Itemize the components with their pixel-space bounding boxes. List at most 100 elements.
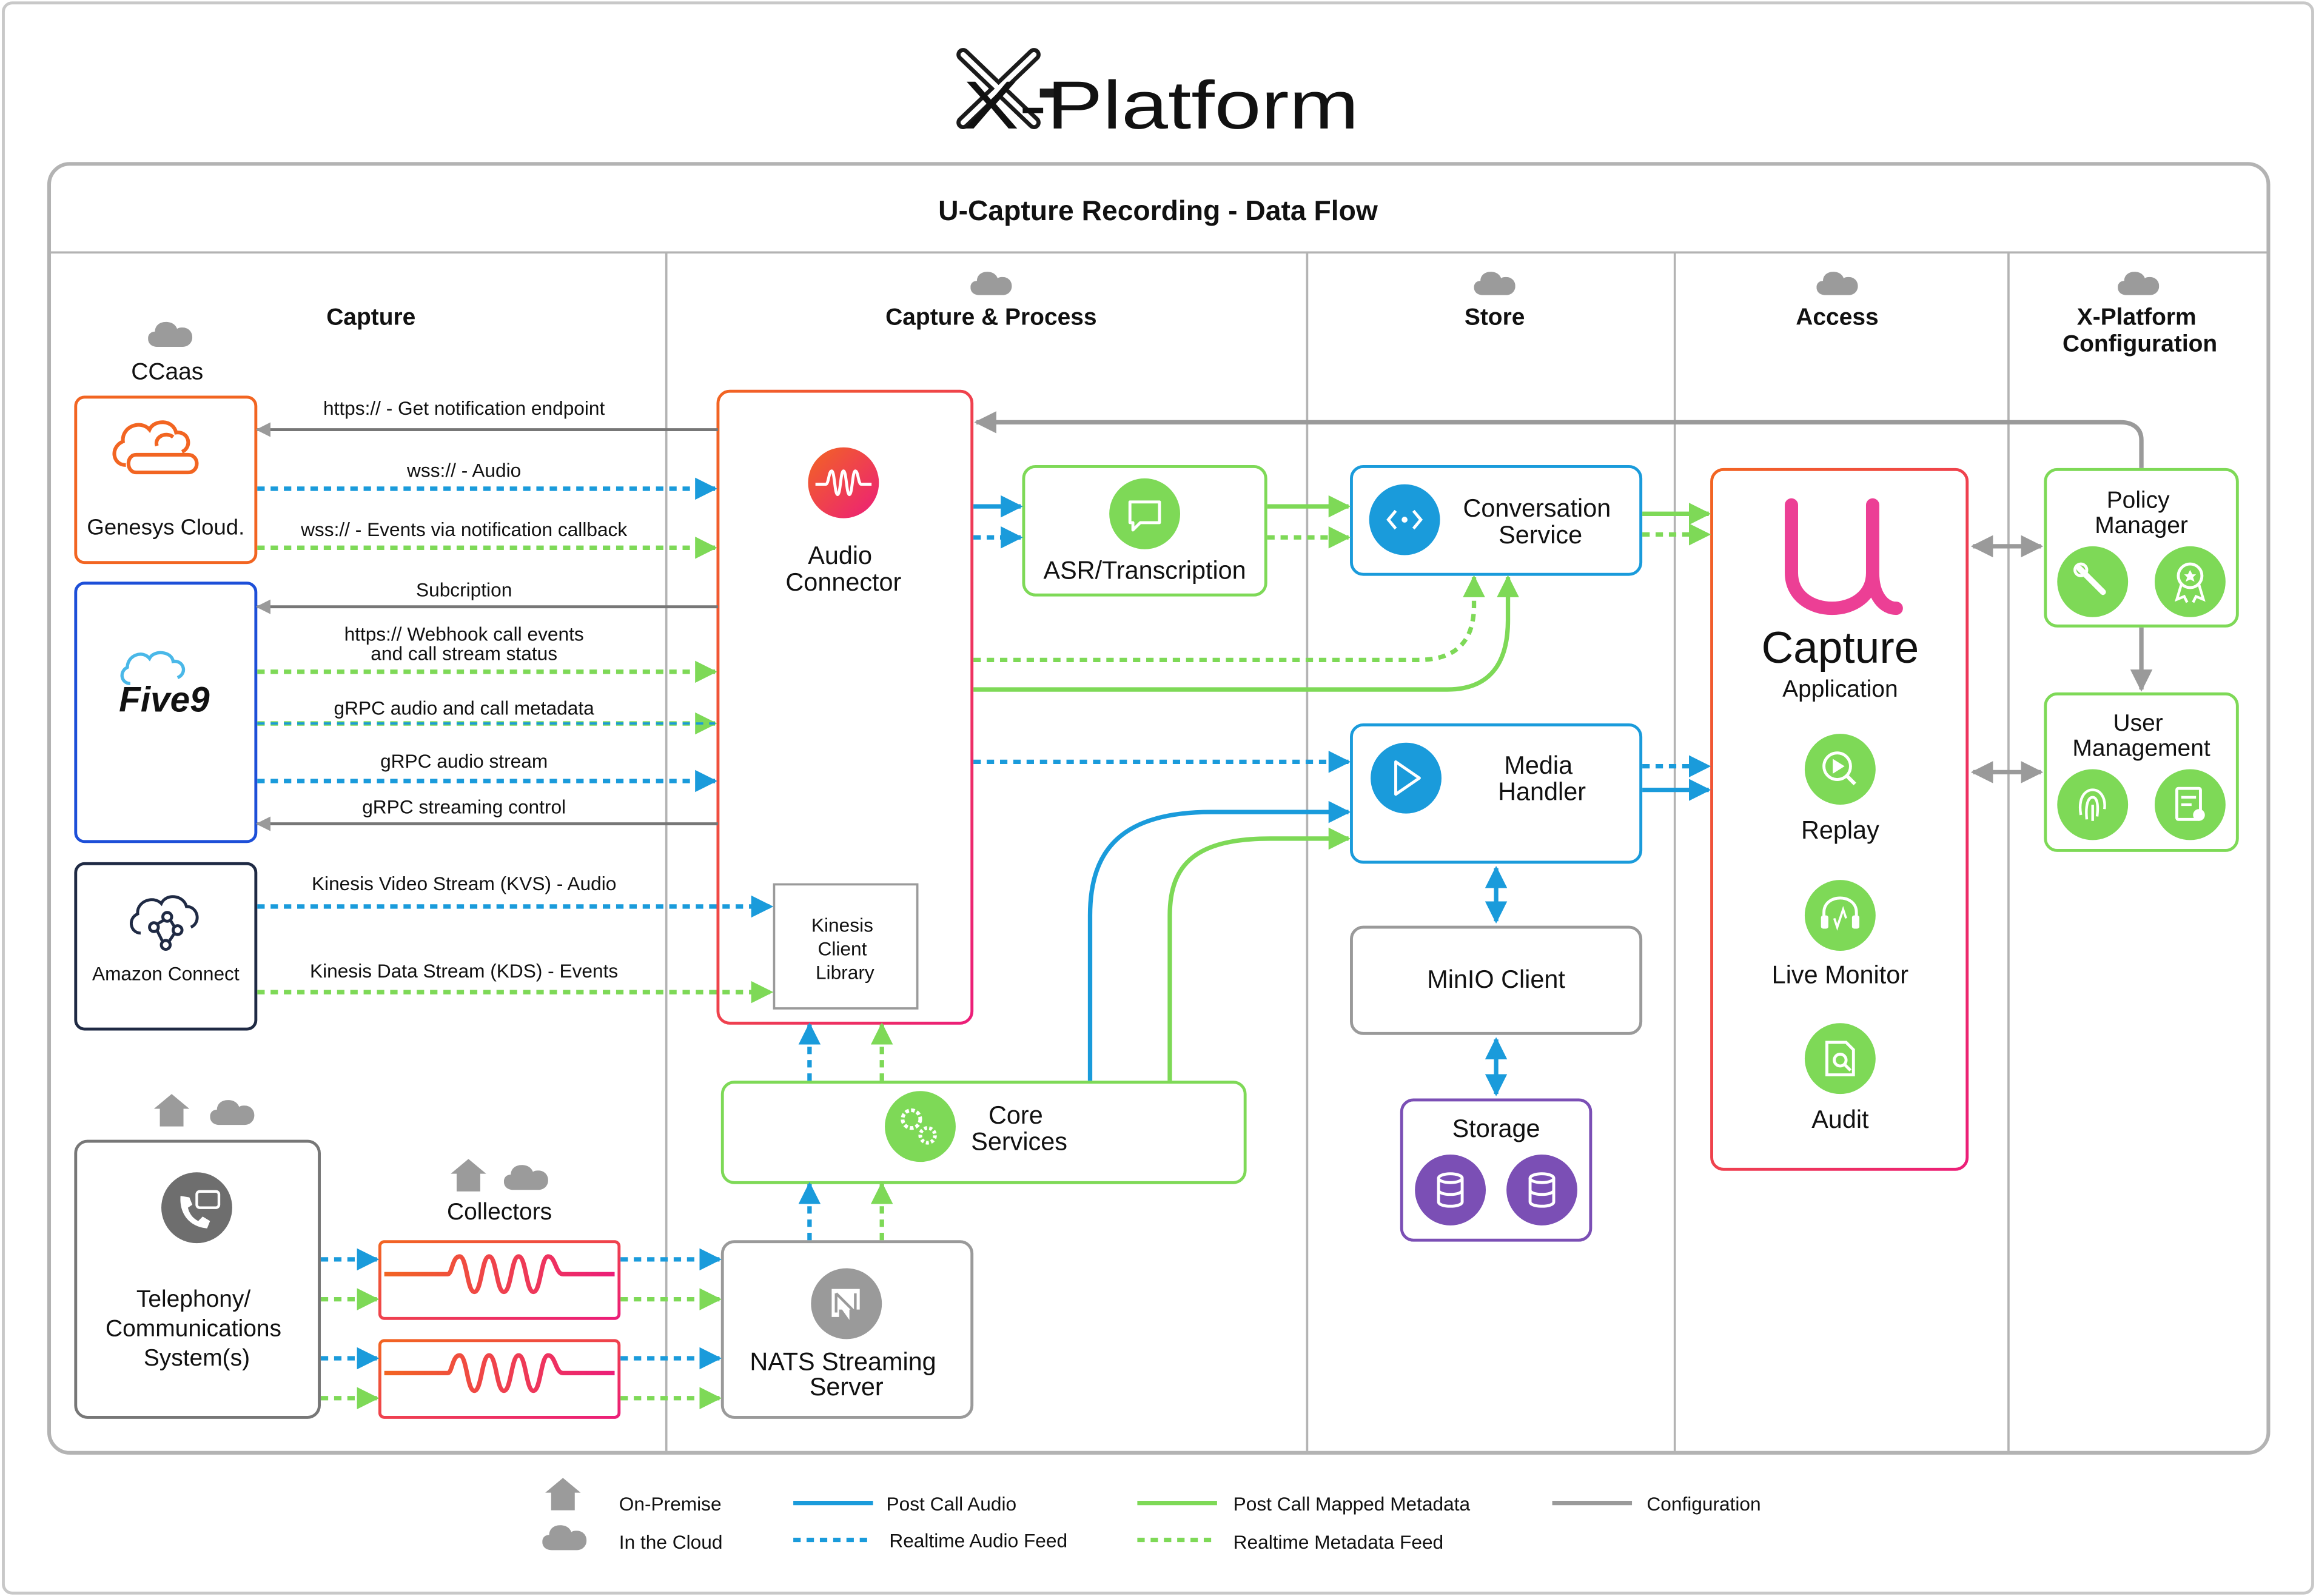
user-management-label-line2: Management: [2072, 736, 2210, 762]
amazon-connect-label: Amazon Connect: [92, 963, 240, 985]
collectors-label: Collectors: [447, 1199, 552, 1225]
flow-label-webhook-line2: and call stream status: [371, 642, 557, 664]
kinesis-label-line1: Kinesis: [811, 914, 873, 936]
legend-configuration: Configuration: [1646, 1493, 1760, 1515]
audio-connector-label: Audio Connector: [785, 542, 901, 596]
ccaas-label: CCaas: [131, 359, 203, 385]
database-icon: [1415, 1155, 1486, 1226]
core-to-media-metadata-line: [1167, 827, 1351, 1081]
genesys-label: Genesys Cloud.: [87, 514, 244, 539]
column-header-access: Access: [1796, 304, 1878, 330]
conversation-service-label-line1: Conversation: [1463, 494, 1611, 522]
flow-label-wss-events: wss:// - Events via notification callbac…: [300, 518, 627, 540]
column-header-config: X-Platform Configuration: [2063, 304, 2217, 357]
media-handler-label: Media Handler: [1498, 751, 1586, 806]
policy-manager-label-line2: Manager: [2095, 512, 2188, 538]
core-services-label-line1: Core: [988, 1101, 1043, 1129]
storage-label: Storage: [1452, 1115, 1540, 1142]
legend-realtime-metadata-feed: Realtime Metadata Feed: [1234, 1531, 1443, 1553]
flow-label-subscription: Subcription: [416, 579, 512, 601]
core-services-box: [720, 1081, 1247, 1184]
five9-box: [74, 582, 258, 843]
telephony-box: [74, 1139, 321, 1419]
audio-connector-icon: [808, 447, 879, 518]
config-to-audio-connector-line: [974, 411, 2144, 468]
capture-title: Capture: [1761, 623, 1919, 672]
policy-manager-label: Policy Manager: [2095, 488, 2188, 538]
ac-to-conversation-realtime-line: [973, 575, 1485, 662]
legend-realtime-audio-feed: Realtime Audio Feed: [889, 1530, 1067, 1552]
fingerprint-icon: [2057, 769, 2129, 840]
policy-manager-label-line1: Policy: [2107, 488, 2170, 514]
headphones-icon: [1804, 880, 1876, 951]
flow-label-grpc-audio-metadata: gRPC audio and call metadata: [334, 697, 595, 719]
core-services-label-line2: Services: [971, 1128, 1067, 1156]
x-logo-icon: [956, 48, 1061, 130]
flow-label-kds-events: Kinesis Data Stream (KDS) - Events: [310, 960, 618, 982]
legend-on-premise: On-Premise: [619, 1493, 722, 1515]
audit-icon: [1804, 1023, 1876, 1095]
play-icon: [1371, 742, 1442, 814]
user-management-label-line1: User: [2113, 710, 2163, 736]
diagram-container: [47, 162, 2271, 1455]
nats-label-line1: NATS Streaming: [750, 1347, 936, 1375]
five9-label: Five9: [119, 680, 210, 720]
nats-label: NATS Streaming Server: [750, 1347, 943, 1400]
minio-label: MinIO Client: [1427, 965, 1565, 993]
vertical-flow-lines: [798, 1022, 893, 1241]
audio-connector-label-line1: Audio: [808, 542, 872, 569]
kinesis-label-line2: Client: [817, 937, 867, 959]
legend-post-call-audio: Post Call Audio: [887, 1493, 1017, 1515]
genesys-cloud-icon: [112, 420, 199, 475]
column-header-capture: Capture: [326, 304, 415, 330]
five9-cloud-icon: [120, 651, 186, 685]
audio-connector-box: [716, 389, 974, 1025]
diagram-title: U-Capture Recording - Data Flow: [938, 195, 1378, 226]
ac-to-conversation-postcall-line: [973, 575, 1519, 692]
user-management-label: User Management: [2072, 710, 2210, 761]
amazon-connect-box: [74, 862, 258, 1031]
gears-icon: [885, 1091, 956, 1162]
nats-label-line2: Server: [810, 1373, 884, 1401]
wrench-icon: [2057, 546, 2129, 617]
capture-flow-labels: https:// - Get notification endpoint wss…: [300, 397, 627, 982]
nats-icon: [811, 1268, 882, 1340]
column-header-config-line2: Configuration: [2063, 330, 2217, 357]
capture-subtitle: Application: [1782, 676, 1898, 702]
flow-label-grpc-audio-stream: gRPC audio stream: [380, 750, 548, 772]
capture-flow-lines: [255, 422, 774, 1004]
certificate-icon: [2154, 769, 2226, 840]
telephony-label: Telephony/ Communications System(s): [106, 1286, 288, 1371]
flow-label-grpc-streaming-control: gRPC streaming control: [362, 796, 566, 818]
chat-bubble-icon: [1109, 478, 1181, 549]
legend-in-the-cloud: In the Cloud: [619, 1531, 723, 1553]
column-header-config-line1: X-Platform: [2077, 304, 2197, 330]
flow-label-wss-audio: wss:// - Audio: [406, 459, 521, 481]
conversation-service-label-line2: Service: [1499, 521, 1582, 549]
core-services-label: Core Services: [971, 1101, 1067, 1156]
kinesis-box: [773, 883, 919, 1010]
column-header-store: Store: [1465, 304, 1525, 330]
replay-icon: [1804, 734, 1876, 805]
capture-app-box: [1710, 468, 1969, 1171]
legend: On-Premise In the Cloud Post Call Audio …: [542, 1478, 1761, 1553]
conversation-icon: [1369, 484, 1440, 555]
kinesis-label-line3: Library: [816, 961, 874, 983]
live-monitor-label: Live Monitor: [1772, 961, 1909, 989]
badge-icon: [2154, 546, 2226, 617]
flow-label-notification-endpoint: https:// - Get notification endpoint: [323, 397, 605, 419]
core-to-media-audio-line: [1087, 800, 1351, 1081]
telephony-label-line1: Telephony/: [136, 1286, 251, 1312]
media-handler-label-line1: Media: [1504, 751, 1573, 779]
kinesis-label: Kinesis Client Library: [811, 914, 879, 983]
flow-label-kvs-audio: Kinesis Video Stream (KVS) - Audio: [312, 873, 616, 894]
audio-connector-label-line2: Connector: [785, 568, 901, 596]
telephony-label-line3: System(s): [144, 1345, 250, 1371]
collector-flow-lines: [320, 1248, 722, 1410]
audit-label: Audit: [1811, 1105, 1869, 1133]
asr-label: ASR/Transcription: [1044, 556, 1246, 584]
column-header-capture-process: Capture & Process: [885, 304, 1096, 330]
replay-label: Replay: [1801, 816, 1879, 844]
